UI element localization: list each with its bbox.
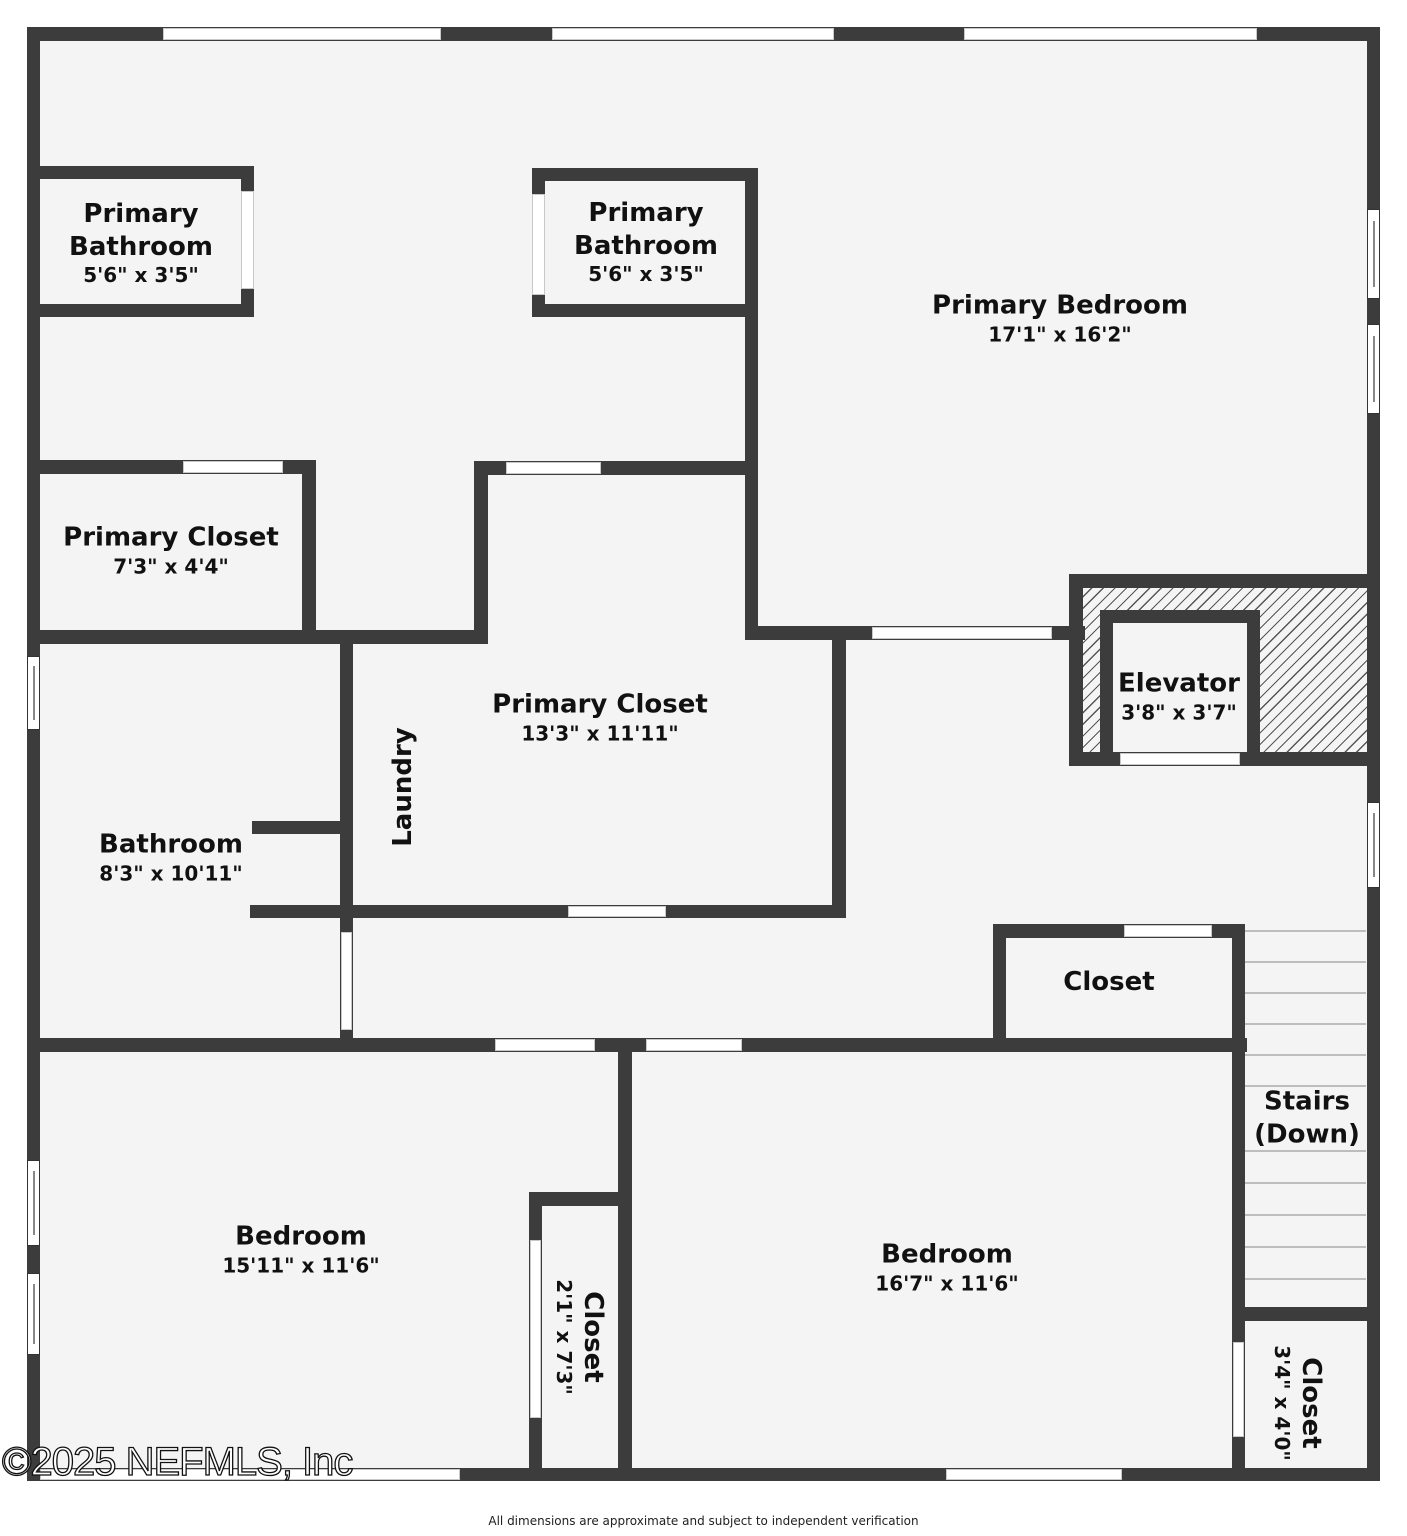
door-opening (1233, 1342, 1244, 1437)
window (40, 1469, 460, 1480)
door-opening (530, 1240, 541, 1418)
wall (27, 166, 254, 179)
window (163, 28, 441, 40)
wall (27, 1038, 1247, 1052)
door-opening (341, 932, 352, 1030)
room-label-bedroom-left: Bedroom 15'11" x 11'6" (222, 1221, 380, 1277)
wall (474, 461, 488, 644)
room-label-closet-right: Closet 3'4" x 4'0" (1270, 1345, 1326, 1461)
room-label-primary-bedroom: Primary Bedroom 17'1" x 16'2" (932, 290, 1188, 346)
room-label-closet-left: Closet 2'1" x 7'3" (552, 1279, 608, 1395)
window (964, 28, 1257, 40)
wall (250, 905, 846, 918)
window (946, 1469, 1122, 1480)
door-opening (568, 906, 666, 917)
wall (532, 168, 758, 181)
wall (27, 304, 254, 317)
wall (745, 168, 758, 638)
window (27, 656, 40, 730)
window (1367, 802, 1380, 888)
wall (1069, 574, 1083, 766)
window (552, 28, 834, 40)
door-opening (1124, 925, 1212, 937)
room-label-primary-closet-small: Primary Closet 7'3" x 4'4" (63, 522, 279, 578)
wall (1232, 1307, 1380, 1321)
wall (1100, 610, 1113, 766)
room-label-bedroom-right: Bedroom 16'7" x 11'6" (875, 1239, 1019, 1295)
wall (618, 1038, 632, 1481)
room-label-elevator: Elevator 3'8" x 3'7" (1118, 668, 1240, 724)
wall (1069, 574, 1380, 588)
door-opening (506, 462, 601, 474)
wall (252, 821, 352, 834)
room-label-primary-closet-large: Primary Closet 13'3" x 11'11" (492, 689, 708, 745)
door-opening (872, 627, 1052, 639)
door-opening (495, 1039, 595, 1051)
wall (832, 626, 846, 918)
wall (1232, 924, 1245, 1481)
copyright-watermark: ©2025 NEFMLS, Inc (1, 1439, 354, 1484)
room-label-closet-hall: Closet (1063, 966, 1155, 997)
door-opening (532, 194, 545, 295)
wall (993, 924, 1006, 1052)
door-opening (646, 1039, 742, 1051)
room-label-laundry: Laundry (387, 727, 418, 847)
wall (1247, 610, 1260, 766)
window (27, 1273, 40, 1355)
room-label-bathroom: Bathroom 8'3" x 10'11" (99, 829, 243, 885)
elevator-car-floor (1112, 622, 1247, 754)
door-opening (183, 461, 283, 473)
room-label-primary-bathroom-2: Primary Bathroom 5'6" x 3'5" (574, 198, 718, 286)
wall (302, 460, 316, 644)
disclaimer-text: All dimensions are approximate and subje… (488, 1514, 919, 1528)
wall (529, 1192, 632, 1206)
window (1367, 324, 1380, 414)
wall (532, 304, 758, 317)
window (1367, 209, 1380, 299)
wall (1100, 610, 1260, 623)
door-opening (241, 191, 254, 289)
window (27, 1160, 40, 1246)
room-label-stairs: Stairs (Down) (1254, 1086, 1360, 1150)
wall (27, 630, 488, 644)
exterior-wall-left (27, 27, 40, 1481)
elevator-door (1120, 753, 1240, 765)
room-label-primary-bathroom-1: Primary Bathroom 5'6" x 3'5" (69, 199, 213, 287)
